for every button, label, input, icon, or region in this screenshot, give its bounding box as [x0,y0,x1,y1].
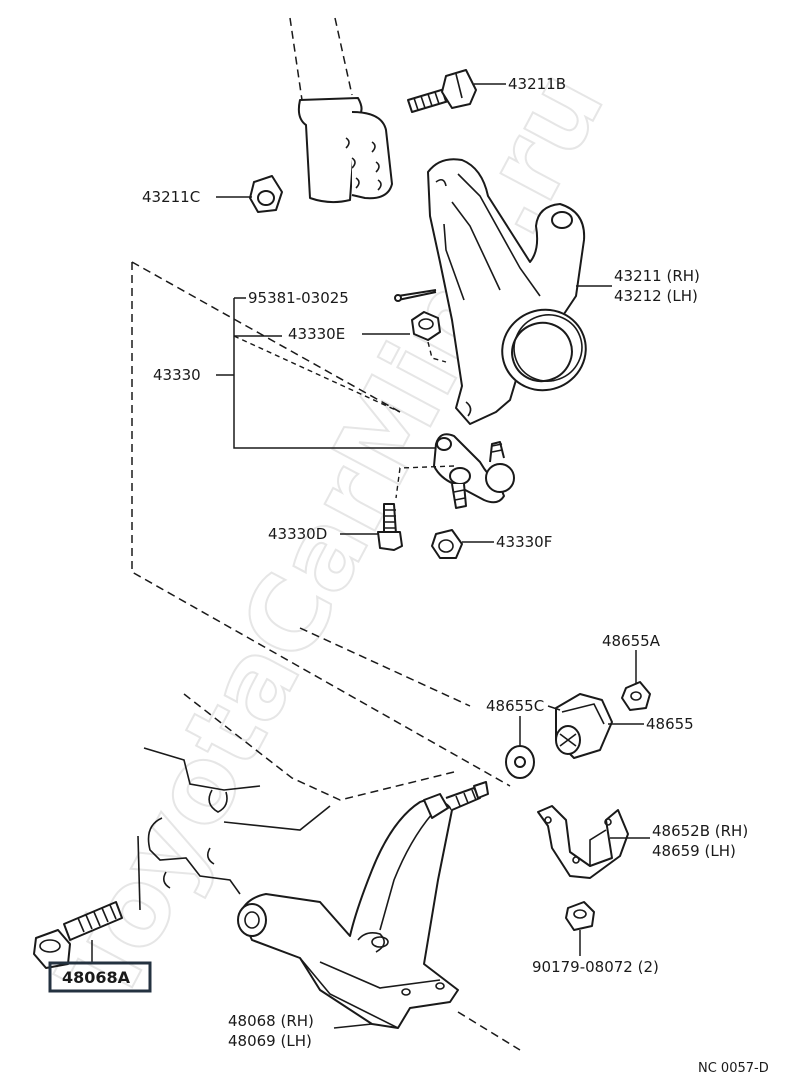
nut-90179-icon [565,901,595,931]
label-43212: 43212 (LH) [614,287,698,305]
body-crossmember-outline [137,747,331,911]
label-48655c: 48655C [486,697,544,715]
label-43211b: 43211B [508,75,566,93]
washer-48655c-icon [505,745,535,779]
dashed-enclosure [131,261,511,787]
label-48652b: 48652B (RH) [652,822,748,840]
stabilizer-bracket-icon [537,805,629,879]
lower-control-arm-icon [237,781,489,1029]
label-95381: 95381-03025 [248,289,349,307]
bushing-48655-icon [555,693,613,759]
label-48659: 48659 (LH) [652,842,736,860]
highlight-box-48068a [48,961,152,993]
label-48069: 48069 (LH) [228,1032,312,1050]
bolt-43330d-icon [377,503,403,551]
label-43330d: 43330D [268,525,327,543]
label-48655: 48655 [646,715,694,733]
label-48655a: 48655A [602,632,661,650]
ball-joint-icon [433,433,515,509]
cotter-pin-icon [397,289,437,301]
label-43211: 43211 (RH) [614,267,700,285]
label-48068a[interactable]: 48068A [62,968,131,987]
label-43211c: 43211C [142,188,200,206]
nut-43211c-icon [249,175,283,213]
label-43330e: 43330E [288,325,345,343]
label-90179: 90179-08072 (2) [532,958,659,976]
bolt-48068a-icon [33,901,123,969]
diagram-code: NC 0057-D [698,1061,769,1076]
steering-knuckle-icon [427,158,587,425]
label-43330f: 43330F [496,533,552,551]
nut-43330e-icon [411,311,441,341]
leader-48068 [333,1023,373,1029]
label-43330: 43330 [153,366,201,384]
nut-43330f-icon [431,529,463,559]
label-48068: 48068 (RH) [228,1012,314,1030]
bracket-43330 [216,297,440,449]
strut-outline [289,17,393,204]
bolt-43211b-icon [407,69,477,113]
nut-48655a-icon [621,681,651,711]
